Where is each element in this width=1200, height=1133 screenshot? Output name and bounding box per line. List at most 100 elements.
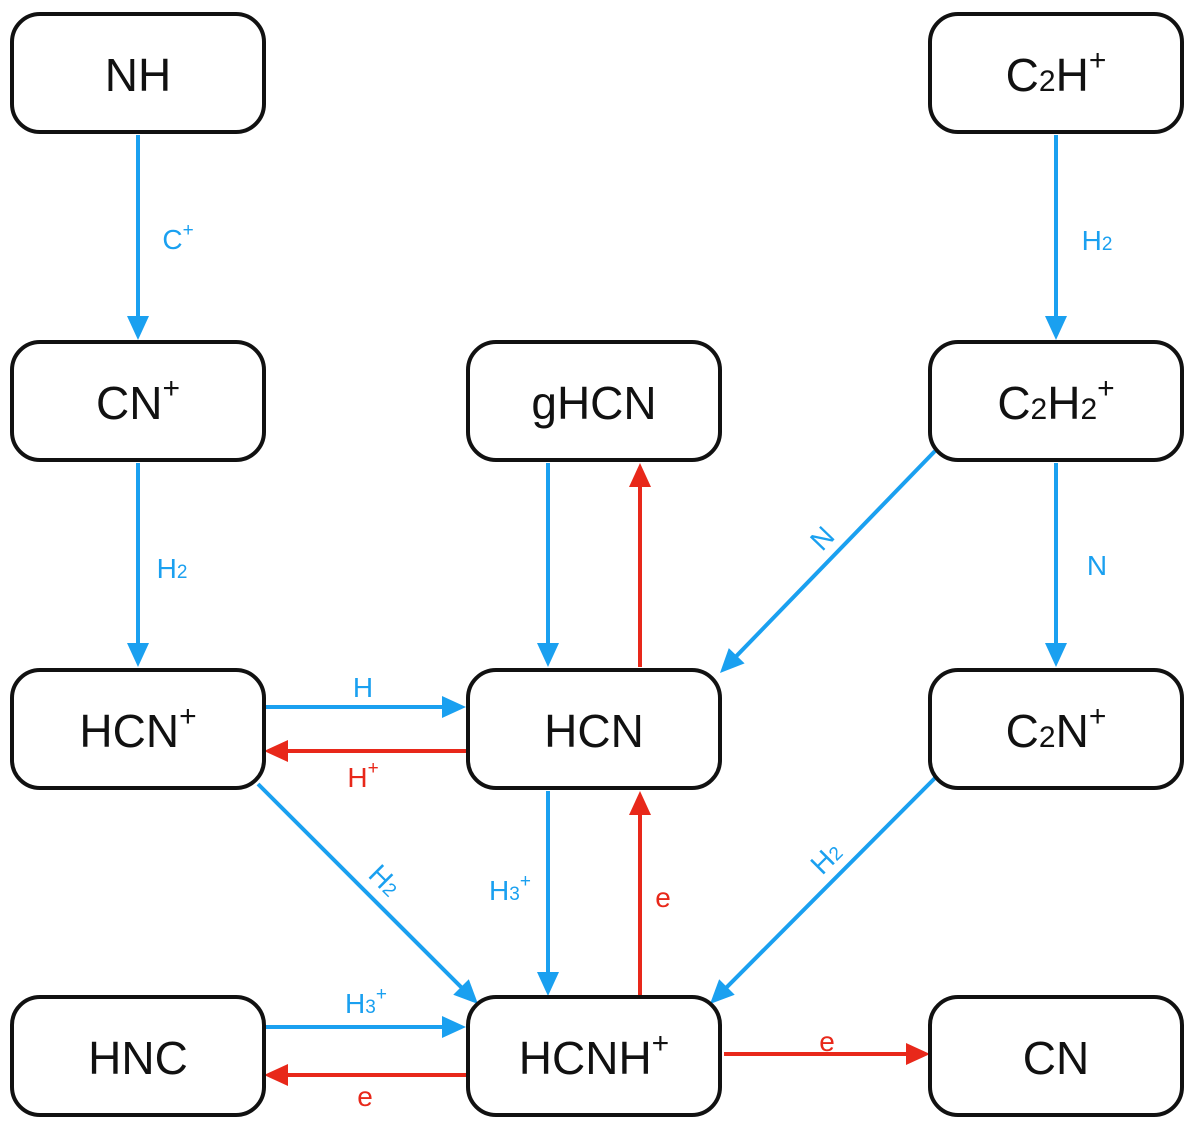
text-normal: e xyxy=(655,882,671,913)
text-normal: H xyxy=(157,553,177,584)
arrow-hcn-to-hcn-plus xyxy=(264,740,466,762)
arrow-shaft xyxy=(256,782,464,990)
edge-label-hcnh-plus-to-hnc: e xyxy=(357,1081,373,1112)
edge-label-cn-plus-to-hcn-plus: H2 xyxy=(157,553,188,584)
arrowhead-icon xyxy=(710,979,735,1004)
node-label: NH xyxy=(105,49,171,101)
arrowhead-icon xyxy=(1045,316,1067,340)
node-hcnh-plus: HCNH+ xyxy=(466,995,722,1117)
text-normal: e xyxy=(357,1081,373,1112)
text-normal: gHCN xyxy=(531,377,656,429)
text-normal: HCN xyxy=(79,705,179,757)
text-sub: 2 xyxy=(1080,393,1097,426)
node-hnc: HNC xyxy=(10,995,266,1117)
node-c2h2-plus: C2H2+ xyxy=(928,340,1184,462)
text-sub: 2 xyxy=(177,562,188,583)
text-normal: C xyxy=(162,224,182,255)
arrowhead-icon xyxy=(537,643,559,667)
text-sub: 2 xyxy=(1031,393,1048,426)
text-normal: H xyxy=(345,988,365,1019)
text-sub: 3 xyxy=(509,884,520,905)
text-normal: CN xyxy=(96,377,162,429)
node-box xyxy=(928,995,1184,1117)
edge-label-hcn-to-hcnh-plus: H3+ xyxy=(489,871,531,906)
node-nh: NH xyxy=(10,12,266,134)
arrowhead-icon xyxy=(629,791,651,815)
edge-label-c2h2-plus-to-c2n-plus: N xyxy=(1087,550,1107,581)
text-sup: + xyxy=(652,1027,670,1060)
node-ghcn: gHCN xyxy=(466,340,722,462)
arrowhead-icon xyxy=(127,316,149,340)
arrow-c2h2-plus-to-hcn xyxy=(720,449,937,673)
text-sup: + xyxy=(183,220,194,241)
edges-layer xyxy=(127,135,1067,1086)
text-normal: C xyxy=(1006,49,1039,101)
arrow-hcn-to-ghcn xyxy=(629,463,651,667)
node-cn: CN xyxy=(928,995,1184,1117)
arrow-hcnh-plus-to-cn xyxy=(724,1043,930,1065)
text-normal: e xyxy=(819,1026,835,1057)
text-normal: H xyxy=(347,762,367,793)
arrowhead-icon xyxy=(127,643,149,667)
text-normal: HNC xyxy=(88,1032,188,1084)
arrow-shaft xyxy=(724,770,943,990)
arrowhead-icon xyxy=(264,1064,288,1086)
arrowhead-icon xyxy=(453,979,478,1004)
node-box xyxy=(466,668,722,790)
node-hcn-plus: HCN+ xyxy=(10,668,266,790)
node-label: CN xyxy=(1023,1032,1089,1084)
arrowhead-icon xyxy=(264,740,288,762)
text-sup: + xyxy=(520,871,531,892)
edge-label-hcnh-plus-to-cn: e xyxy=(819,1026,835,1057)
text-normal: HCNH xyxy=(519,1032,652,1084)
node-cn-plus: CN+ xyxy=(10,340,266,462)
node-label: C2N+ xyxy=(1006,700,1107,758)
text-sup: + xyxy=(368,758,379,779)
node-box xyxy=(928,340,1184,462)
arrowhead-icon xyxy=(906,1043,930,1065)
text-normal: C xyxy=(1006,705,1039,757)
node-box xyxy=(466,340,722,462)
node-c2n-plus: C2N+ xyxy=(928,668,1184,790)
arrow-ghcn-to-hcn xyxy=(537,463,559,667)
text-sup: + xyxy=(1089,44,1107,77)
arrow-hcnh-plus-to-hnc xyxy=(264,1064,466,1086)
node-box xyxy=(10,668,266,790)
text-normal: NH xyxy=(105,49,171,101)
arrow-hcnh-plus-to-hcn xyxy=(629,791,651,996)
edge-label-nh-to-cn-plus: C+ xyxy=(162,220,193,255)
text-sub: 2 xyxy=(1039,721,1056,754)
arrow-cn-plus-to-hcn-plus xyxy=(127,463,149,667)
text-sup: + xyxy=(1097,372,1115,405)
node-label: gHCN xyxy=(531,377,656,429)
arrow-shaft xyxy=(733,449,937,659)
text-normal: HCN xyxy=(544,705,644,757)
text-normal: C xyxy=(997,377,1030,429)
text-sup: + xyxy=(162,372,180,405)
node-label: HCN+ xyxy=(79,700,196,758)
edge-label-hcn-to-hcn-plus: H+ xyxy=(347,758,378,793)
node-box xyxy=(928,668,1184,790)
text-normal: N xyxy=(804,520,840,556)
text-sub: 2 xyxy=(1039,65,1056,98)
node-label: HNC xyxy=(88,1032,188,1084)
node-box xyxy=(10,12,266,134)
text-normal: CN xyxy=(1023,1032,1089,1084)
arrow-c2h2-plus-to-c2n-plus xyxy=(1045,463,1067,667)
node-box xyxy=(10,340,266,462)
node-label: C2H+ xyxy=(1006,44,1107,102)
text-normal: H xyxy=(353,672,373,703)
text-normal: N xyxy=(1087,550,1107,581)
arrow-nh-to-cn-plus xyxy=(127,135,149,340)
text-normal: H xyxy=(1056,49,1089,101)
edge-label-hcnh-plus-to-hcn: e xyxy=(655,882,671,913)
arrowhead-icon xyxy=(1045,643,1067,667)
edge-label-hcn-plus-to-hcn: H xyxy=(353,672,373,703)
text-normal: N xyxy=(1056,705,1089,757)
text-sub: 2 xyxy=(1102,234,1113,255)
node-label: C2H2+ xyxy=(997,372,1114,430)
arrow-hcn-plus-to-hcnh-plus xyxy=(256,782,478,1004)
arrowhead-icon xyxy=(720,648,745,673)
